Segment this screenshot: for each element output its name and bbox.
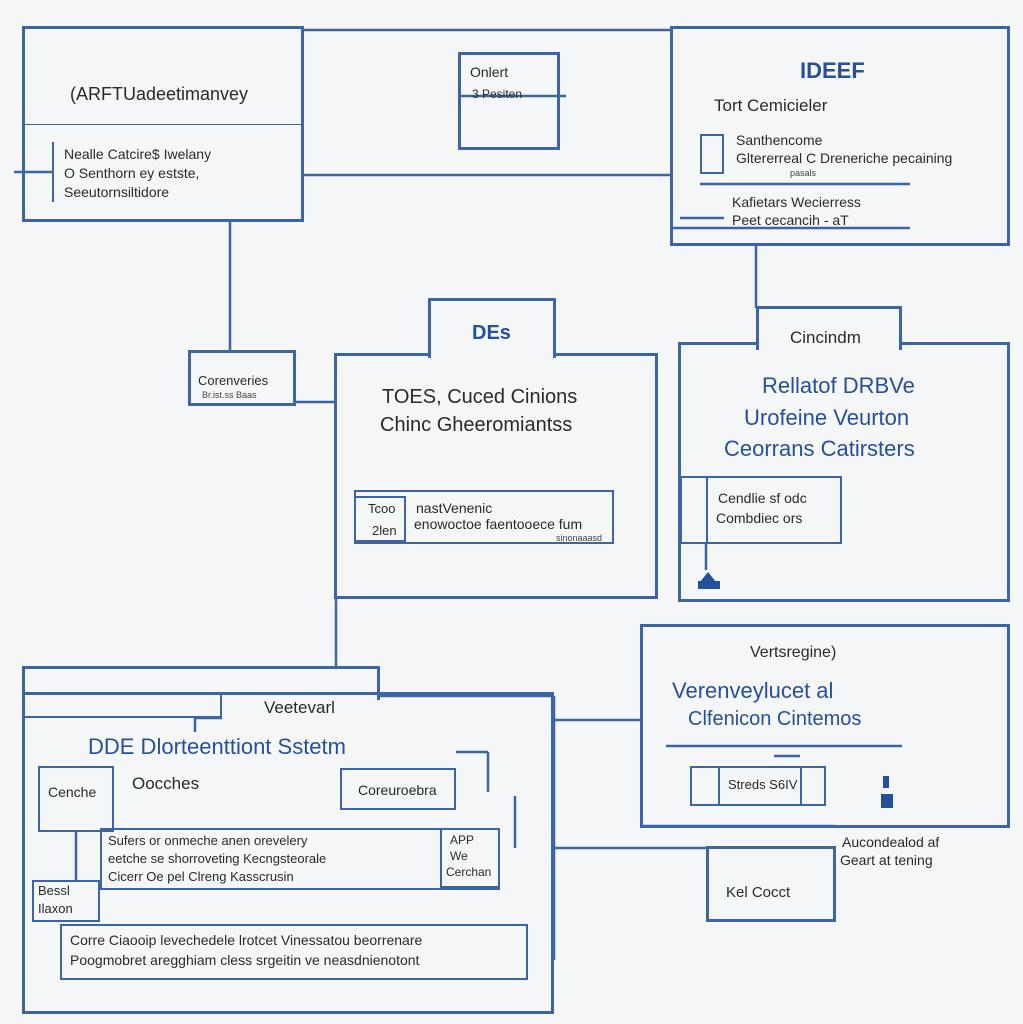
center-inner-left-2: 2len (372, 523, 397, 538)
bottom-right-line-2: Clfenicon Cintemos (688, 708, 862, 730)
coreuroebra-label: Coreuroebra (358, 782, 437, 798)
bottom-left-title: DDE Dlorteenttiont Sstetm (88, 734, 346, 759)
cenche-label: Cenche (48, 784, 97, 800)
center-line-2: Chinc Gheeromiantss (380, 414, 573, 436)
top-center-line-1: Onlert (470, 64, 509, 80)
top-center-line-2: 3 Pesiten (472, 87, 523, 101)
top-center-box (458, 52, 560, 150)
far-right-note-1: Aucondealod af (842, 834, 940, 850)
para-line-1: Sufers or onmeche anen orevelery (108, 833, 308, 848)
para-line-2: eetche se shorroveting Kecngsteorale (108, 851, 327, 866)
center-inner-left-1: Tcoo (368, 501, 396, 516)
small-left-line-2: Br.ist.ss Baas (202, 390, 257, 400)
bessl-line-1: Bessl (38, 883, 70, 898)
bottom-left-subtab (22, 692, 222, 718)
app-line-3: Cerchan (446, 865, 492, 879)
far-right-box (706, 846, 836, 922)
top-right-entity-box (670, 26, 1010, 246)
bottom-left-tab (22, 666, 380, 700)
top-right-subtitle: Tort Cemicieler (714, 96, 828, 115)
center-line-1: TOES, Cuced Cinions (382, 386, 578, 408)
top-right-line-3: Kafietars Wecierress (732, 194, 861, 210)
bessl-box (32, 880, 100, 922)
top-left-inner-marker (52, 142, 54, 202)
tab-join (431, 350, 553, 356)
bottom-para-line-1: Corre Ciaooip levechedele lrotcet Viness… (70, 932, 423, 948)
top-left-line-2: O Senthorn ey estste, (64, 165, 200, 181)
center-tab (428, 298, 556, 358)
far-right-note-2: Geart at tening (840, 852, 933, 868)
bottom-left-tab-label: Veetevarl (264, 698, 335, 717)
top-right-small-box (700, 134, 724, 174)
bottom-left-entity-box (22, 692, 554, 1014)
center-inner-note: sinonaaasd (556, 533, 603, 543)
mid-right-tab (756, 306, 902, 350)
bottom-right-title: Vertsregine) (750, 644, 837, 661)
cenche-box (38, 766, 114, 832)
small-left-box (188, 350, 296, 406)
mid-right-tab-label: Cincindm (790, 328, 861, 347)
top-right-line-4: Peet cecancih - aT (732, 212, 849, 228)
tab-join (759, 339, 899, 345)
app-line-2: We (450, 849, 468, 863)
top-right-line-1: Santhencome (736, 132, 823, 148)
top-left-line-1: Nealle Catcire$ Iwelany (64, 146, 212, 162)
top-right-line-2: Gltererreal C Dreneriche pecaining (736, 150, 953, 166)
app-box (440, 828, 500, 888)
center-tab-label: DEs (472, 322, 511, 344)
mid-right-inner-1: Cendlie sf odc (718, 490, 807, 506)
mid-right-line-2: Urofeine Veurton (744, 405, 910, 430)
bessl-line-2: Ilaxon (38, 901, 73, 916)
coreuroebra-box (340, 768, 456, 810)
top-left-title: (ARFTUadeetimanvey (70, 84, 249, 104)
mid-right-inner-box (706, 476, 842, 544)
para-line-3: Cicerr Oe pel Clreng Kasscrusin (108, 869, 294, 884)
bottom-right-line-1: Verenveylucet al (672, 678, 834, 703)
center-inner-right-2: enowoctoe faentooece fum (414, 516, 583, 532)
bottom-para-line-2: Poogmobret aregghiam cless srgeitin ve n… (70, 952, 420, 968)
small-left-line-1: Corenveries (198, 373, 269, 388)
oocches-label: Oocches (132, 774, 200, 793)
mid-right-line-3: Ceorrans Catirsters (724, 436, 915, 461)
top-left-line-3: Seeutornsiltidore (64, 184, 170, 200)
bottom-right-entity-box (640, 624, 1010, 828)
app-line-1: APP (450, 833, 475, 847)
top-left-divider (22, 124, 304, 125)
streds-button-label: Streds S6IV (728, 777, 798, 792)
center-inner-right-1: nastVenenic (416, 500, 493, 516)
mid-right-line-1: Rellatof DRBVe (762, 373, 915, 398)
far-right-label: Kel Cocct (726, 884, 791, 901)
center-inner-left (354, 496, 406, 542)
bottom-paragraph-box (60, 924, 528, 980)
mid-right-inner-2: Combdiec ors (716, 510, 803, 526)
top-right-title: IDEEF (800, 58, 865, 83)
streds-button-edge-right (800, 766, 826, 806)
mid-right-inner-edge (680, 476, 706, 544)
top-right-note: pasals (790, 168, 817, 178)
streds-button-edge (690, 766, 720, 806)
